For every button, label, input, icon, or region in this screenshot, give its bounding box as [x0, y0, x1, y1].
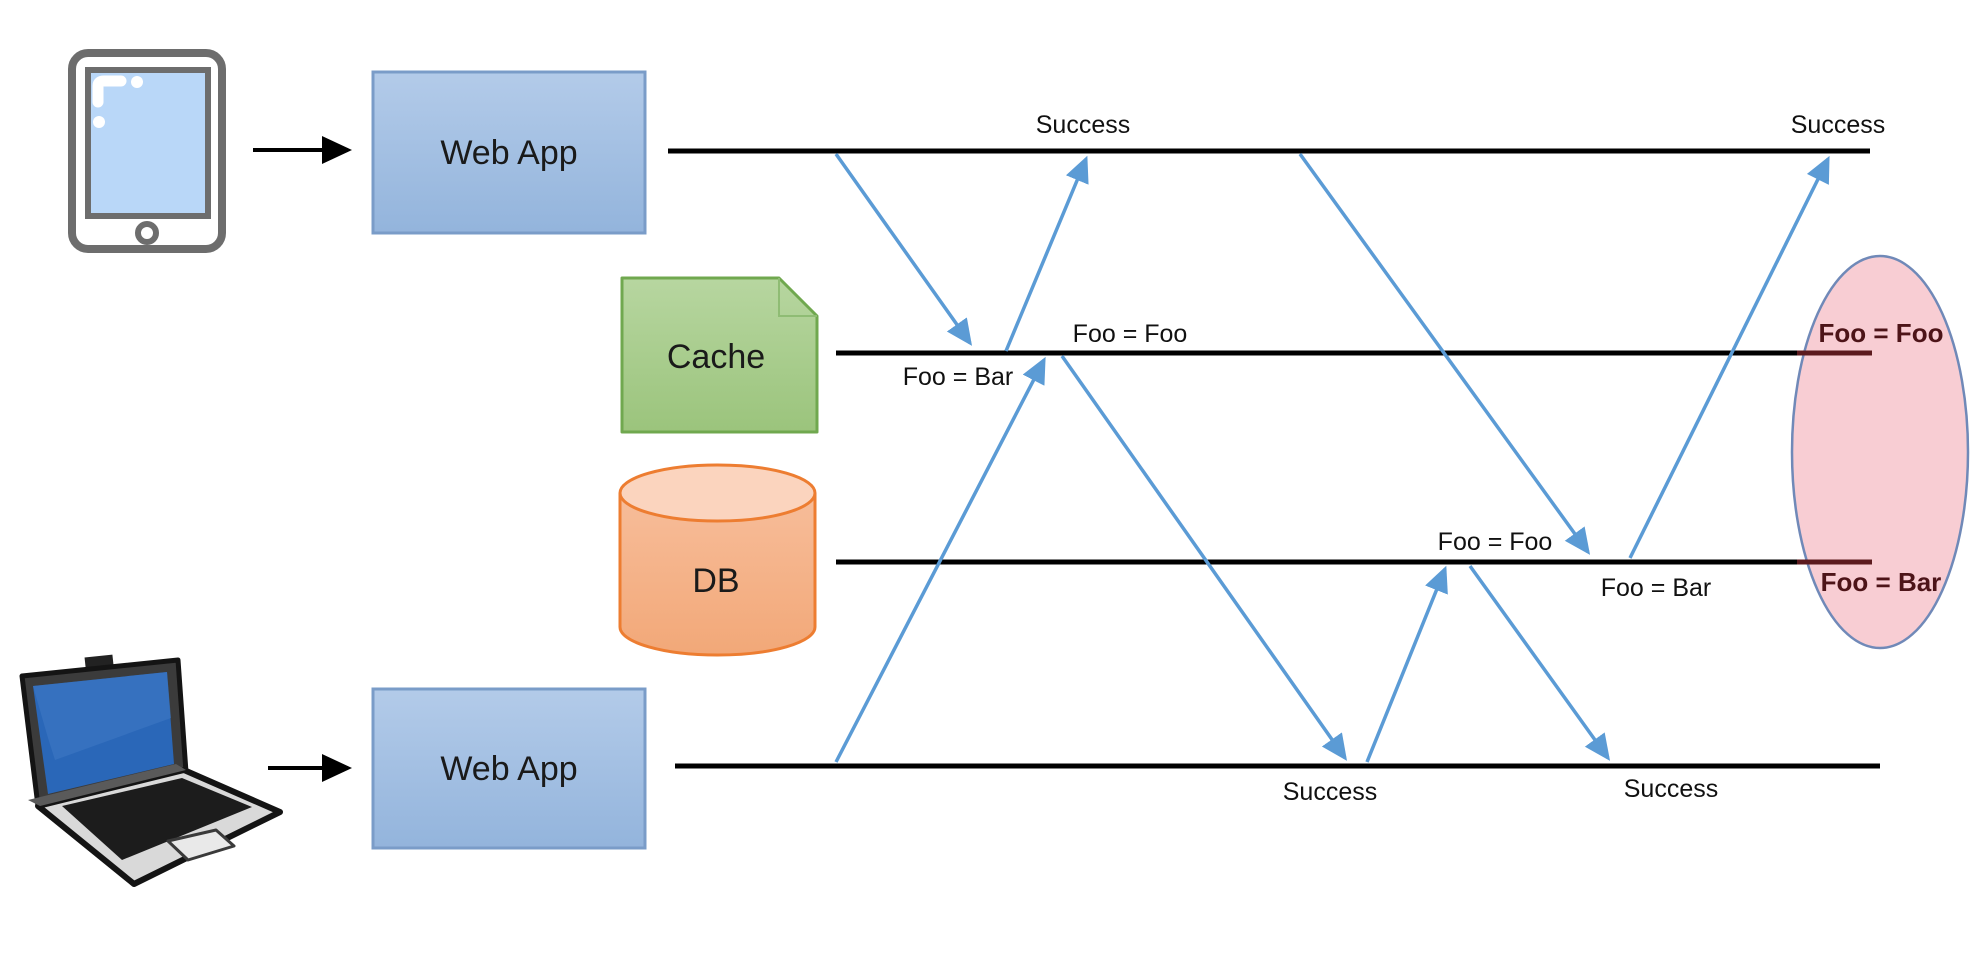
db-label: DB: [692, 562, 739, 600]
tablet-icon: [68, 49, 226, 253]
final-state-highlight: Foo = Foo Foo = Bar: [1790, 254, 1970, 650]
node-web-app-top: Web App: [371, 70, 647, 235]
web-app-top-label: Web App: [440, 134, 577, 172]
cache-foo-foo-label: Foo = Foo: [1073, 320, 1188, 348]
success-top-second-label: Success: [1791, 111, 1885, 139]
arrow-cache-to-webapp-bottom-success: [1060, 354, 1348, 761]
cache-foo-bar-label: Foo = Bar: [903, 363, 1013, 391]
final-cache-value-label: Foo = Foo: [1819, 318, 1944, 348]
db-foo-foo-label: Foo = Foo: [1438, 528, 1553, 556]
success-bottom-first-label: Success: [1283, 778, 1377, 806]
arrow-db-to-webapp-bottom-success: [1468, 564, 1611, 761]
cache-label: Cache: [667, 338, 765, 376]
final-db-value-label: Foo = Bar: [1821, 567, 1942, 597]
node-web-app-bottom: Web App: [371, 687, 647, 850]
web-app-bottom-label: Web App: [440, 750, 577, 788]
db-foo-bar-label: Foo = Bar: [1601, 574, 1711, 602]
arrow-webapp-top-to-db: [1298, 152, 1591, 555]
node-db: DB: [618, 463, 817, 657]
arrow-db-to-webapp-top-success: [1628, 155, 1830, 559]
success-top-first-label: Success: [1036, 111, 1130, 139]
arrow-webapp-top-to-cache: [834, 152, 973, 346]
arrow-cache-to-webapp-top-success: [1004, 155, 1089, 352]
laptop-icon: [19, 654, 283, 887]
arrow-webapp-bottom-to-cache: [834, 356, 1046, 763]
arrow-webapp-bottom-to-db: [1365, 565, 1448, 763]
node-cache: Cache: [620, 276, 819, 434]
success-bottom-second-label: Success: [1624, 775, 1718, 803]
